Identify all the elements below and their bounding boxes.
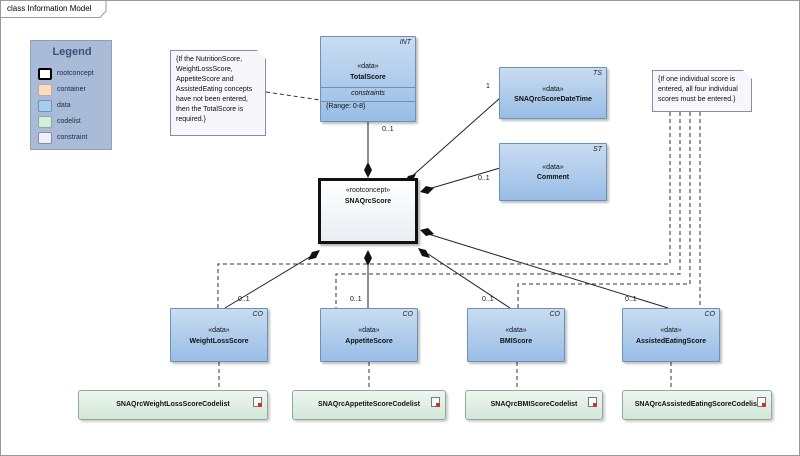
stereotype: «data» [505,327,527,334]
multiplicity-comment: 0..1 [478,175,490,182]
stereotype: «data» [358,327,380,334]
multiplicity-assisted: 0..1 [625,296,637,303]
class-assisted-eating-score[interactable]: CO «data» AssistedEatingScore [622,308,720,362]
class-name: SNAQrcScoreDateTime [514,96,592,103]
divider [321,101,415,102]
multiplicity-datetime: 1 [486,83,490,90]
edge-weight [224,251,319,309]
multiplicity-total: 0..1 [382,126,394,133]
class-name: AppetiteScore [345,338,393,345]
stereotype: «data» [660,327,682,334]
type-tag: INT [399,39,411,46]
note-total-anchor [265,91,321,101]
multiplicity-appetite: 0..1 [350,296,362,303]
note-fold [743,70,752,79]
codelist-icon [253,397,262,407]
legend-swatch-codelist [38,116,52,128]
class-name: TotalScore [350,74,386,81]
diamond-bmi [418,248,430,258]
codelist-appetite[interactable]: SNAQrcAppetiteScoreCodelist [292,390,446,420]
constraint-range: {Range: 0-8} [326,103,366,110]
frame-tab [0,0,107,18]
stereotype: «data» [542,86,564,93]
diamond-appetite [364,250,372,266]
class-name: Comment [536,174,570,181]
codelist-bmi[interactable]: SNAQrcBMIScoreCodelist [465,390,603,420]
stereotype: «rootconcept» [345,187,391,194]
diamond-assisted [420,228,434,236]
constraints-label: constraints [351,90,385,97]
stereotype: «data» [357,63,379,70]
diamond-total [364,162,372,178]
class-name: SNAQrcScore [344,198,392,205]
legend-swatch-data [38,100,52,112]
codelist-name: SNAQrcAssistedEatingScoreCodelist [634,401,760,408]
codelist-name: SNAQrcAppetiteScoreCodelist [318,401,420,408]
codelist-icon [431,397,440,407]
legend: Legend rootconcept container data codeli… [30,40,112,150]
legend-title: Legend [52,46,92,58]
class-score-datetime[interactable]: TS «data» SNAQrcScoreDateTime [499,67,607,119]
codelist-name: SNAQrcBMIScoreCodelist [490,401,578,408]
note-all-scores[interactable]: {If one individual score is entered, all… [652,70,752,112]
codelist-icon [588,397,597,407]
class-bmi-score[interactable]: CO «data» BMIScore [467,308,565,362]
legend-swatch-rootconcept [38,68,52,80]
legend-swatch-constraint [38,132,52,144]
class-name: WeightLossScore [189,338,249,345]
class-name: AssistedEatingScore [635,338,707,345]
class-weight-loss-score[interactable]: CO «data» WeightLossScore [170,308,268,362]
class-name: BMIScore [499,338,533,345]
edge-datetime [409,97,501,179]
type-tag: ST [593,146,602,153]
edge-bmi [424,251,511,309]
note-fold [257,50,266,59]
class-root-snaqrc-score[interactable]: «rootconcept» SNAQrcScore [318,178,418,244]
class-appetite-score[interactable]: CO «data» AppetiteScore [320,308,418,362]
multiplicity-weight: 0..1 [238,296,250,303]
legend-swatch-container [38,84,52,96]
stereotype: «data» [208,327,230,334]
diamond-weight [308,250,320,260]
note-all-anchor-appetite [335,112,681,308]
codelist-assisted-eating[interactable]: SNAQrcAssistedEatingScoreCodelist [622,390,772,420]
note-all-anchor-weight [217,112,671,308]
codelist-weight-loss[interactable]: SNAQrcWeightLossScoreCodelist [78,390,268,420]
diamond-comment [420,186,434,194]
type-tag: CO [704,311,716,318]
class-total-score[interactable]: INT «data» TotalScore constraints {Range… [320,36,416,122]
frame-title: class Information Model [7,4,92,13]
edge-assisted [424,232,669,309]
type-tag: CO [549,311,561,318]
codelist-name: SNAQrcWeightLossScoreCodelist [116,401,230,408]
note-total-score[interactable]: {If the NutritionScore, WeightLossScore,… [170,50,266,136]
class-comment[interactable]: ST «data» Comment [499,143,607,201]
type-tag: CO [402,311,414,318]
type-tag: CO [252,311,264,318]
multiplicity-bmi: 0..1 [482,296,494,303]
edge-comment [424,167,501,191]
note-all-anchor-bmi [517,112,691,308]
type-tag: TS [593,70,602,77]
stereotype: «data» [542,164,564,171]
codelist-icon [757,397,766,407]
divider [321,87,415,88]
